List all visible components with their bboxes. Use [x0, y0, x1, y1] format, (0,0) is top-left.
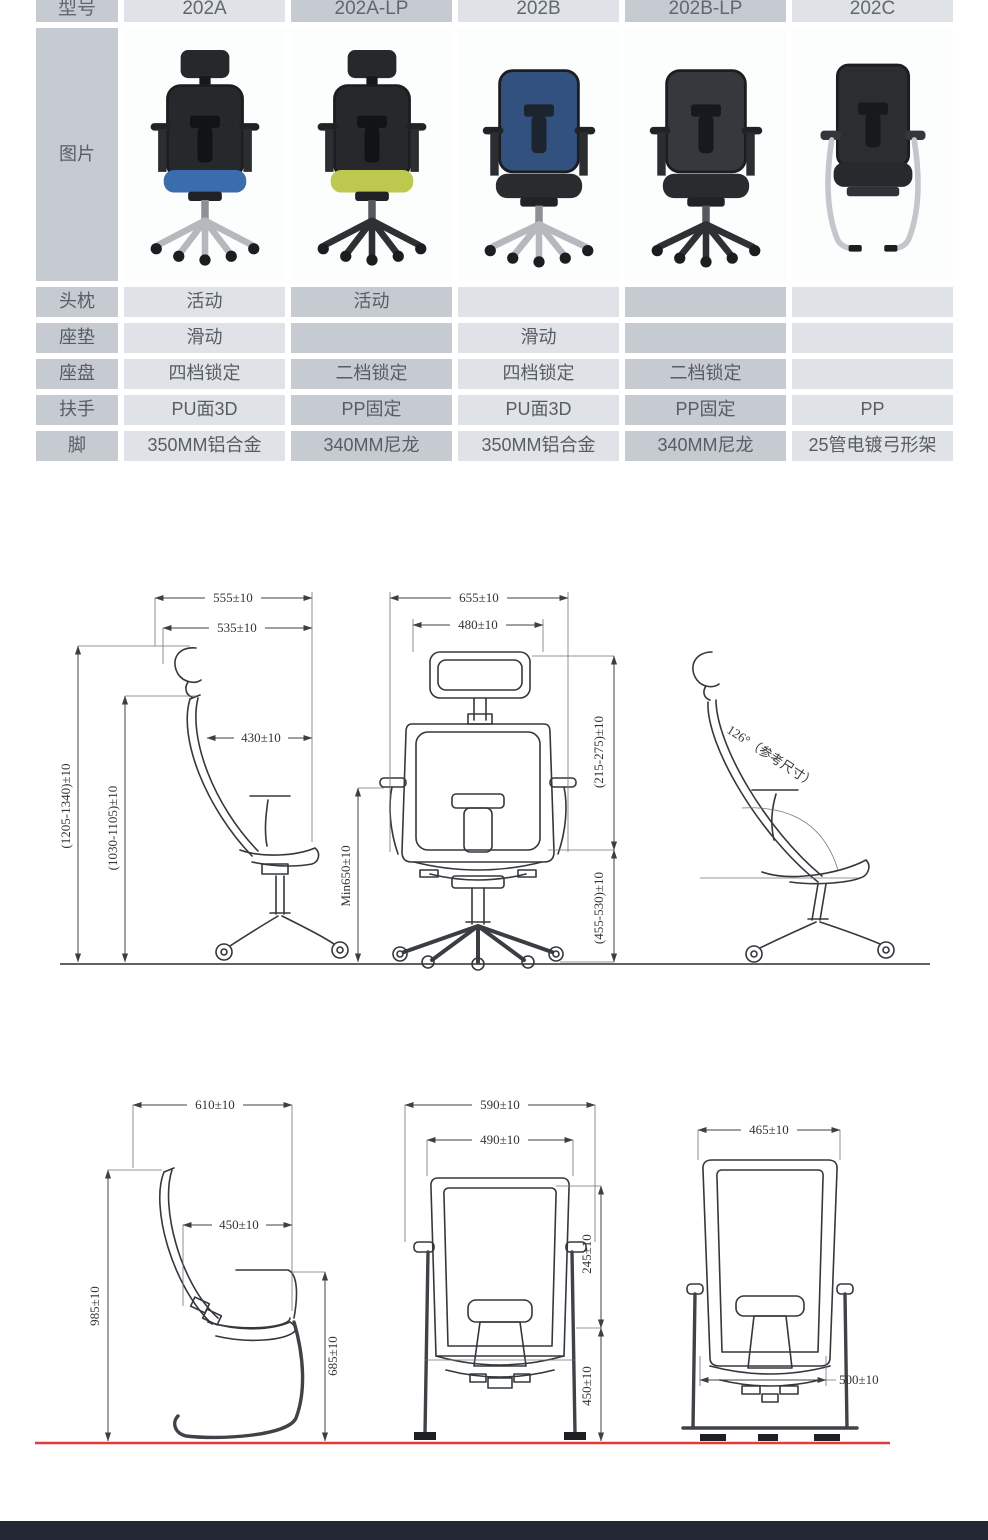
chair-photo-cell-202b — [458, 28, 619, 281]
dim-label-exec-back-height: (1030-1105)±10 — [105, 786, 120, 871]
dim-label-visitor-rear-back-width: 465±10 — [749, 1122, 789, 1137]
chair-photo-202a-lp — [317, 49, 426, 266]
model-header-202a-lp: 202A-LP — [291, 0, 452, 22]
dim-label-visitor-back-width: 490±10 — [480, 1132, 520, 1147]
spec-value — [291, 323, 452, 353]
dim-label-exec-overall-width: 655±10 — [459, 590, 499, 605]
dim-label-exec-backrest-width: 480±10 — [458, 617, 498, 632]
spec-value: 滑动 — [124, 323, 285, 353]
dim-label-visitor-seat-depth: 450±10 — [219, 1217, 259, 1232]
dim-label-visitor-arm-height: 685±10 — [325, 1336, 340, 1376]
spec-value: 活动 — [124, 287, 285, 317]
spec-value: 340MM尼龙 — [625, 431, 786, 461]
model-header-202a: 202A — [124, 0, 285, 22]
footer-bar — [0, 1521, 988, 1540]
model-header-202b: 202B — [458, 0, 619, 22]
spec-value: 四档锁定 — [124, 359, 285, 389]
dim-label-visitor-seat-height: 450±10 — [579, 1366, 594, 1406]
visitor-front-view-drawing: 590±10 490±10 245±10 450±10 — [404, 1097, 605, 1442]
visitor-side-view-drawing: 610±10 450±10 985±10 685±10 — [87, 1097, 340, 1442]
dim-label-visitor-total-height: 985±10 — [87, 1286, 102, 1326]
spec-value — [792, 359, 953, 389]
dim-label-visitor-base-width: 500±10 — [839, 1372, 879, 1387]
chair-photo-cell-202a — [124, 28, 285, 281]
spec-row-label: 座盘 — [36, 359, 118, 389]
spec-value: 25管电镀弓形架 — [792, 431, 953, 461]
visitor-rear-view-drawing: 465±10 500±10 — [681, 1122, 879, 1441]
spec-value: PP固定 — [291, 395, 452, 425]
chair-photo-202b-lp — [649, 68, 762, 267]
dim-label-visitor-back-height: 245±10 — [579, 1234, 594, 1274]
exec-recline-view-drawing: 126°（参考尺寸） — [692, 651, 895, 963]
chair-photo-202a — [150, 49, 259, 266]
dim-label-exec-seat-height-range: (455-530)±10 — [591, 872, 606, 944]
image-row-label: 图片 — [36, 28, 118, 281]
dim-label-exec-min-height: Min650±10 — [338, 845, 353, 906]
spec-row-label: 座垫 — [36, 323, 118, 353]
spec-value: PP — [792, 395, 953, 425]
dim-label-exec-total-height: (1205-1340)±10 — [58, 763, 73, 848]
chair-photo-cell-202b-lp — [625, 28, 786, 281]
spec-value: PU面3D — [458, 395, 619, 425]
dim-label-exec-overall-depth: 555±10 — [213, 590, 253, 605]
spec-value: 四档锁定 — [458, 359, 619, 389]
spec-value — [458, 287, 619, 317]
visitor-chair-dimension-drawings: 610±10 450±10 985±10 685±10 — [35, 1097, 890, 1445]
dim-label-exec-recline-angle: 126°（参考尺寸） — [724, 722, 818, 791]
spec-value: 350MM铝合金 — [124, 431, 285, 461]
dim-label-exec-back-depth: 535±10 — [217, 620, 257, 635]
dim-label-exec-seat-depth: 430±10 — [241, 730, 281, 745]
spec-value — [625, 287, 786, 317]
spec-value: 滑动 — [458, 323, 619, 353]
spec-row-label: 脚 — [36, 431, 118, 461]
spec-value: 活动 — [291, 287, 452, 317]
spec-value — [792, 323, 953, 353]
chair-photo-cell-202a-lp — [291, 28, 452, 281]
spec-table: 型号 202A 202A-LP 202B 202B-LP 202C 图片 — [36, 0, 953, 461]
model-header-202c: 202C — [792, 0, 953, 22]
model-header-202b-lp: 202B-LP — [625, 0, 786, 22]
model-row-label: 型号 — [36, 0, 118, 22]
spec-value: 二档锁定 — [291, 359, 452, 389]
executive-chair-dimension-drawings: 555±10 535±10 430±10 (1205-1340)±10 (103… — [58, 590, 930, 971]
spec-value — [625, 323, 786, 353]
spec-value: PP固定 — [625, 395, 786, 425]
spec-value: 340MM尼龙 — [291, 431, 452, 461]
dim-label-visitor-overall-depth: 610±10 — [195, 1097, 235, 1112]
chair-photo-cell-202c — [792, 28, 953, 281]
spec-row-label: 扶手 — [36, 395, 118, 425]
chair-photo-202c — [820, 63, 925, 252]
spec-value: PU面3D — [124, 395, 285, 425]
exec-back-view-drawing: 655±10 480±10 Min650±10 (215-275)±10 (45… — [338, 590, 618, 971]
spec-value — [792, 287, 953, 317]
spec-value: 350MM铝合金 — [458, 431, 619, 461]
chair-photo-202b — [482, 68, 595, 267]
dim-label-visitor-overall-width: 590±10 — [480, 1097, 520, 1112]
spec-value: 二档锁定 — [625, 359, 786, 389]
exec-side-view-drawing: 555±10 535±10 430±10 (1205-1340)±10 (103… — [58, 590, 349, 963]
spec-row-label: 头枕 — [36, 287, 118, 317]
dim-label-exec-headrest-range: (215-275)±10 — [591, 716, 606, 788]
